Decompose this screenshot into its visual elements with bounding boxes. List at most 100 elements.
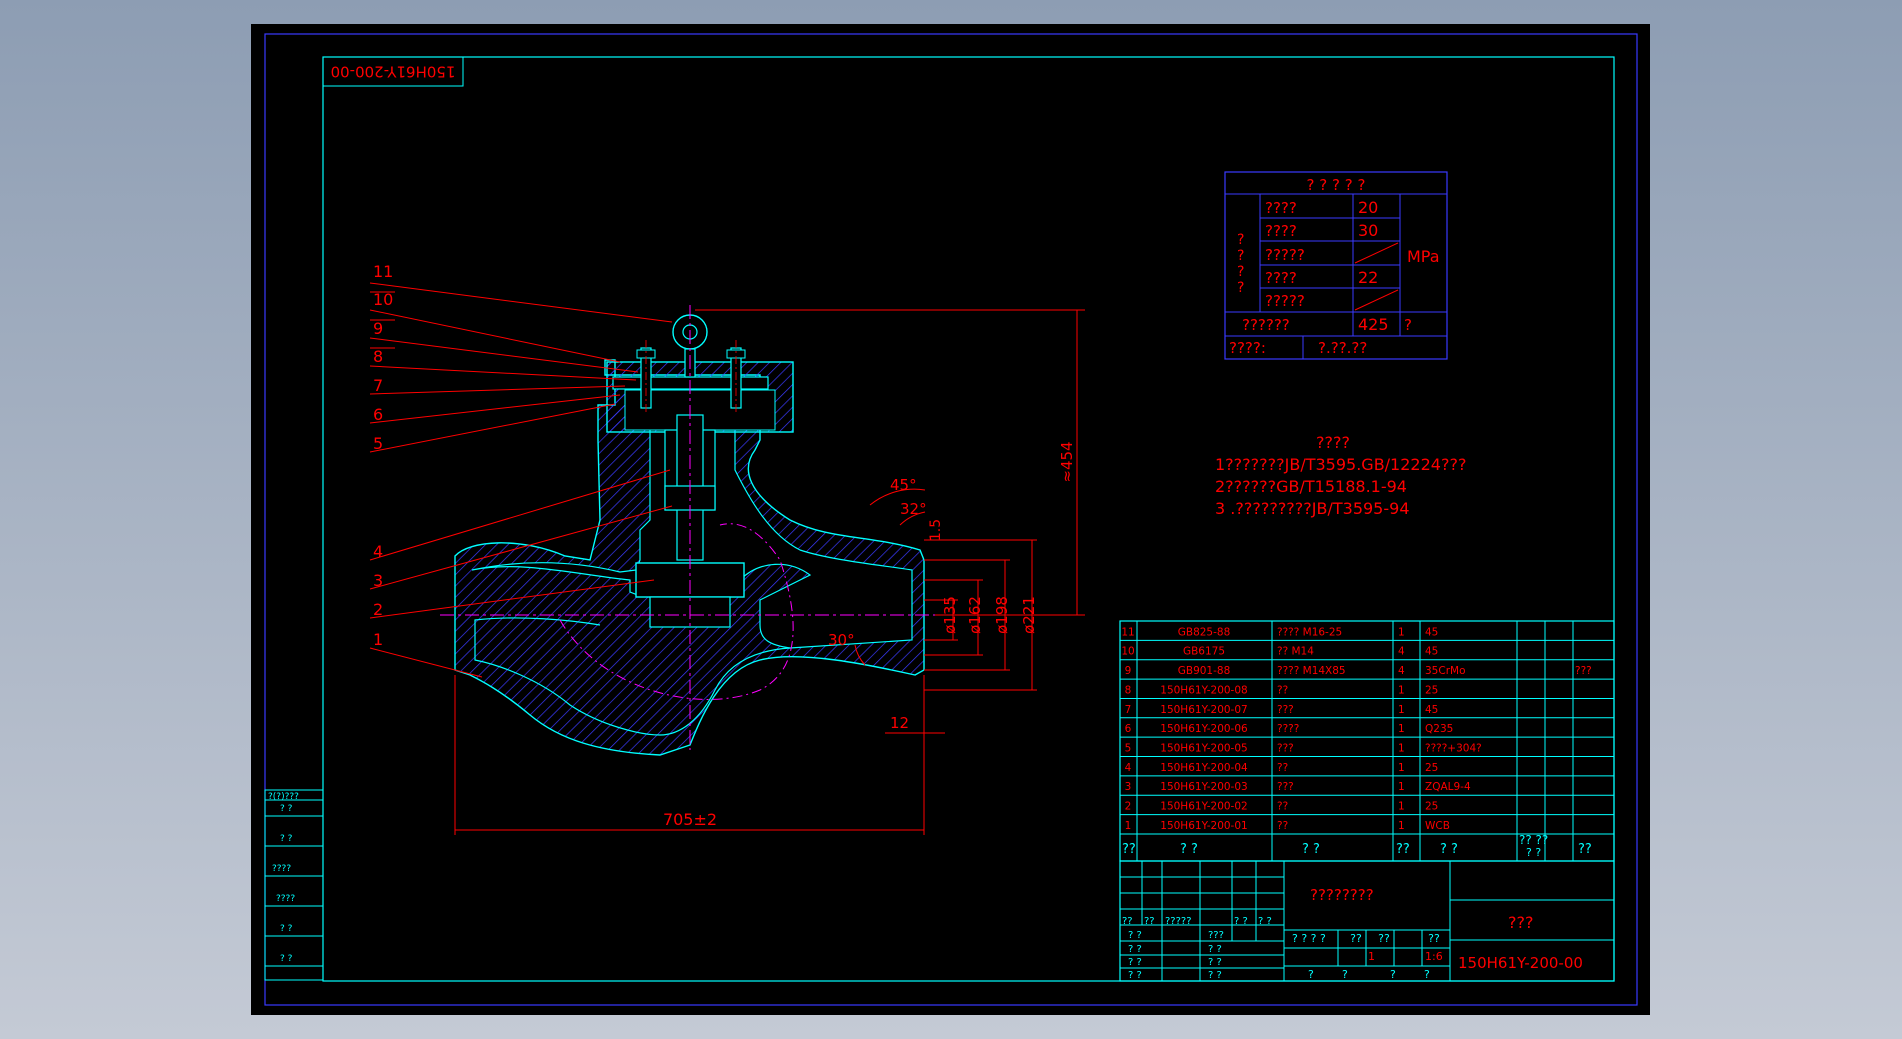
tb-scale: 1:6 (1425, 950, 1443, 963)
tb-sheet-label: ? (1424, 968, 1430, 981)
part-name: ???????? (1310, 886, 1374, 904)
bom-cell-mat: 25 (1425, 801, 1438, 813)
dim-height: ≈454 (1058, 441, 1076, 482)
bom-cell-mat: WCB (1425, 820, 1450, 832)
dim-d198: ø198 (993, 596, 1011, 634)
spec-temp-unit: ? (1404, 316, 1412, 334)
bom-cell-mat: 25 (1425, 684, 1438, 696)
bom-cell-qty: 1 (1398, 723, 1405, 735)
company-name: ??? (1508, 913, 1533, 932)
technical-notes: ???? 1???????JB/T3595.GB/12224??? 2?????… (1215, 433, 1466, 518)
spec-footer-value: ?.??.?? (1318, 339, 1367, 357)
bom-cell-qty: 1 (1398, 781, 1405, 793)
tb-sign-header: ? ? (1258, 916, 1272, 927)
tb-sign-header: ?? (1122, 916, 1133, 927)
spec-row-value: 30 (1358, 221, 1378, 240)
bom-cell-name: ???? M16-25 (1277, 626, 1342, 638)
bom-header: ?? (1122, 842, 1136, 857)
bom-cell-name: ?? (1277, 762, 1288, 774)
side-strip-item: ???? (272, 864, 291, 874)
bom-cell-mat: 45 (1425, 626, 1438, 638)
bom-cell-code: GB6175 (1183, 646, 1225, 658)
bom-cell-no: 6 (1125, 723, 1132, 735)
callout-number: 2 (373, 600, 383, 619)
tb-qty: 1 (1368, 950, 1375, 963)
drawing-number: 150H61Y-200-00 (1458, 954, 1583, 972)
bom-cell-name: ??? (1277, 704, 1294, 716)
bom-header: ? ? (1440, 842, 1458, 857)
notes-line: 2??????GB/T15188.1-94 (1215, 477, 1407, 496)
bom-cell-mat: ZQAL9-4 (1425, 781, 1471, 793)
spec-row-label: ????? (1265, 246, 1305, 264)
callout-number: 7 (373, 376, 383, 395)
dim-angle-45: 45° (890, 476, 917, 494)
bom-cell-qty: 1 (1398, 762, 1405, 774)
bom-cell-name: ?? (1277, 801, 1288, 813)
notes-line: 1???????JB/T3595.GB/12224??? (1215, 455, 1466, 474)
spec-footer-label: ????: (1229, 339, 1266, 357)
bom-cell-code: GB825-88 (1178, 626, 1231, 638)
spec-row-label: ????? (1265, 292, 1305, 310)
callout-number: 3 (373, 571, 383, 590)
callout-number: 6 (373, 405, 383, 424)
bom-cell-name: ??? (1277, 743, 1294, 755)
bom-cell-name: ???? (1277, 723, 1299, 735)
callout-numbers: 11 10 9 8 7 6 5 4 3 2 1 (373, 262, 393, 649)
bom-cell-code: 150H61Y-200-07 (1160, 704, 1247, 716)
bom-cell-no: 4 (1125, 762, 1132, 774)
drawing-sheet (251, 24, 1650, 1015)
bom-cell-code: 150H61Y-200-02 (1160, 801, 1247, 813)
bom-cell-no: 5 (1125, 743, 1132, 755)
bom-cell-qty: 4 (1398, 646, 1405, 658)
tb-header: ?? (1378, 932, 1390, 945)
tb-header: ?? (1350, 932, 1362, 945)
bom-cell-code: 150H61Y-200-05 (1160, 743, 1247, 755)
bom-cell-no: 3 (1125, 781, 1132, 793)
bolt-left (636, 340, 656, 414)
spec-row-label: ???? (1265, 222, 1297, 240)
callout-number: 4 (373, 542, 383, 561)
spec-side-label: ? (1237, 248, 1244, 264)
side-strip-item: ? ? (280, 924, 293, 934)
callout-number: 5 (373, 434, 383, 453)
tb-header: ?? (1428, 932, 1440, 945)
dim-angle-32: 32° (900, 500, 927, 518)
bom-cell-name: ?? M14 (1277, 646, 1314, 658)
side-strip-item: ? ? (280, 954, 293, 964)
dim-gap: 1.5 (928, 519, 944, 541)
bom-cell-name: ???? M14X85 (1277, 665, 1346, 677)
callout-number: 1 (373, 630, 383, 649)
bom-cell-name: ?? (1277, 684, 1288, 696)
spec-side-label: ? (1237, 232, 1244, 248)
tb-sign-row: ? ? (1128, 944, 1142, 955)
dim-weld: 12 (890, 714, 909, 732)
bom-header: ? ? (1302, 842, 1320, 857)
bom-cell-qty: 1 (1398, 801, 1405, 813)
bom-cell-code: 150H61Y-200-06 (1160, 723, 1248, 735)
bom-cell-note: ??? (1575, 665, 1592, 677)
tb-sign-header: ? ? (1234, 916, 1248, 927)
bom-header: ?? (1396, 842, 1410, 857)
bolt-right (726, 340, 746, 414)
tb-sign-row: ? ? (1128, 930, 1142, 941)
bom-cell-mat: 45 (1425, 704, 1438, 716)
dim-length: 705±2 (663, 810, 717, 829)
tb-sign-row: ? ? (1208, 957, 1222, 968)
callout-number: 8 (373, 347, 383, 366)
spec-table: ? ? ? ? ? ? ? ? ? ???? 20 ???? 30 ????? … (1224, 171, 1448, 360)
valve-section-view (440, 305, 935, 756)
spec-side-label: ? (1237, 264, 1244, 280)
bom-cell-mat: ????+304? (1425, 743, 1482, 755)
bom-cell-no: 1 (1125, 820, 1132, 832)
bom-cell-mat: 35CrMo (1425, 665, 1466, 677)
spec-side-label: ? (1237, 280, 1244, 296)
tb-sign-row: ??? (1208, 930, 1224, 941)
tb-sheet-label: ? (1390, 968, 1396, 981)
bom-cell-qty: 1 (1398, 820, 1405, 832)
bom-cell-no: 7 (1125, 704, 1132, 716)
side-strip-item: ? ? (280, 804, 293, 814)
tb-sign-row: ? ? (1128, 957, 1142, 968)
side-strip-header: ?(?)??? (268, 792, 299, 802)
bom-header-sub: ? ? (1526, 846, 1541, 859)
